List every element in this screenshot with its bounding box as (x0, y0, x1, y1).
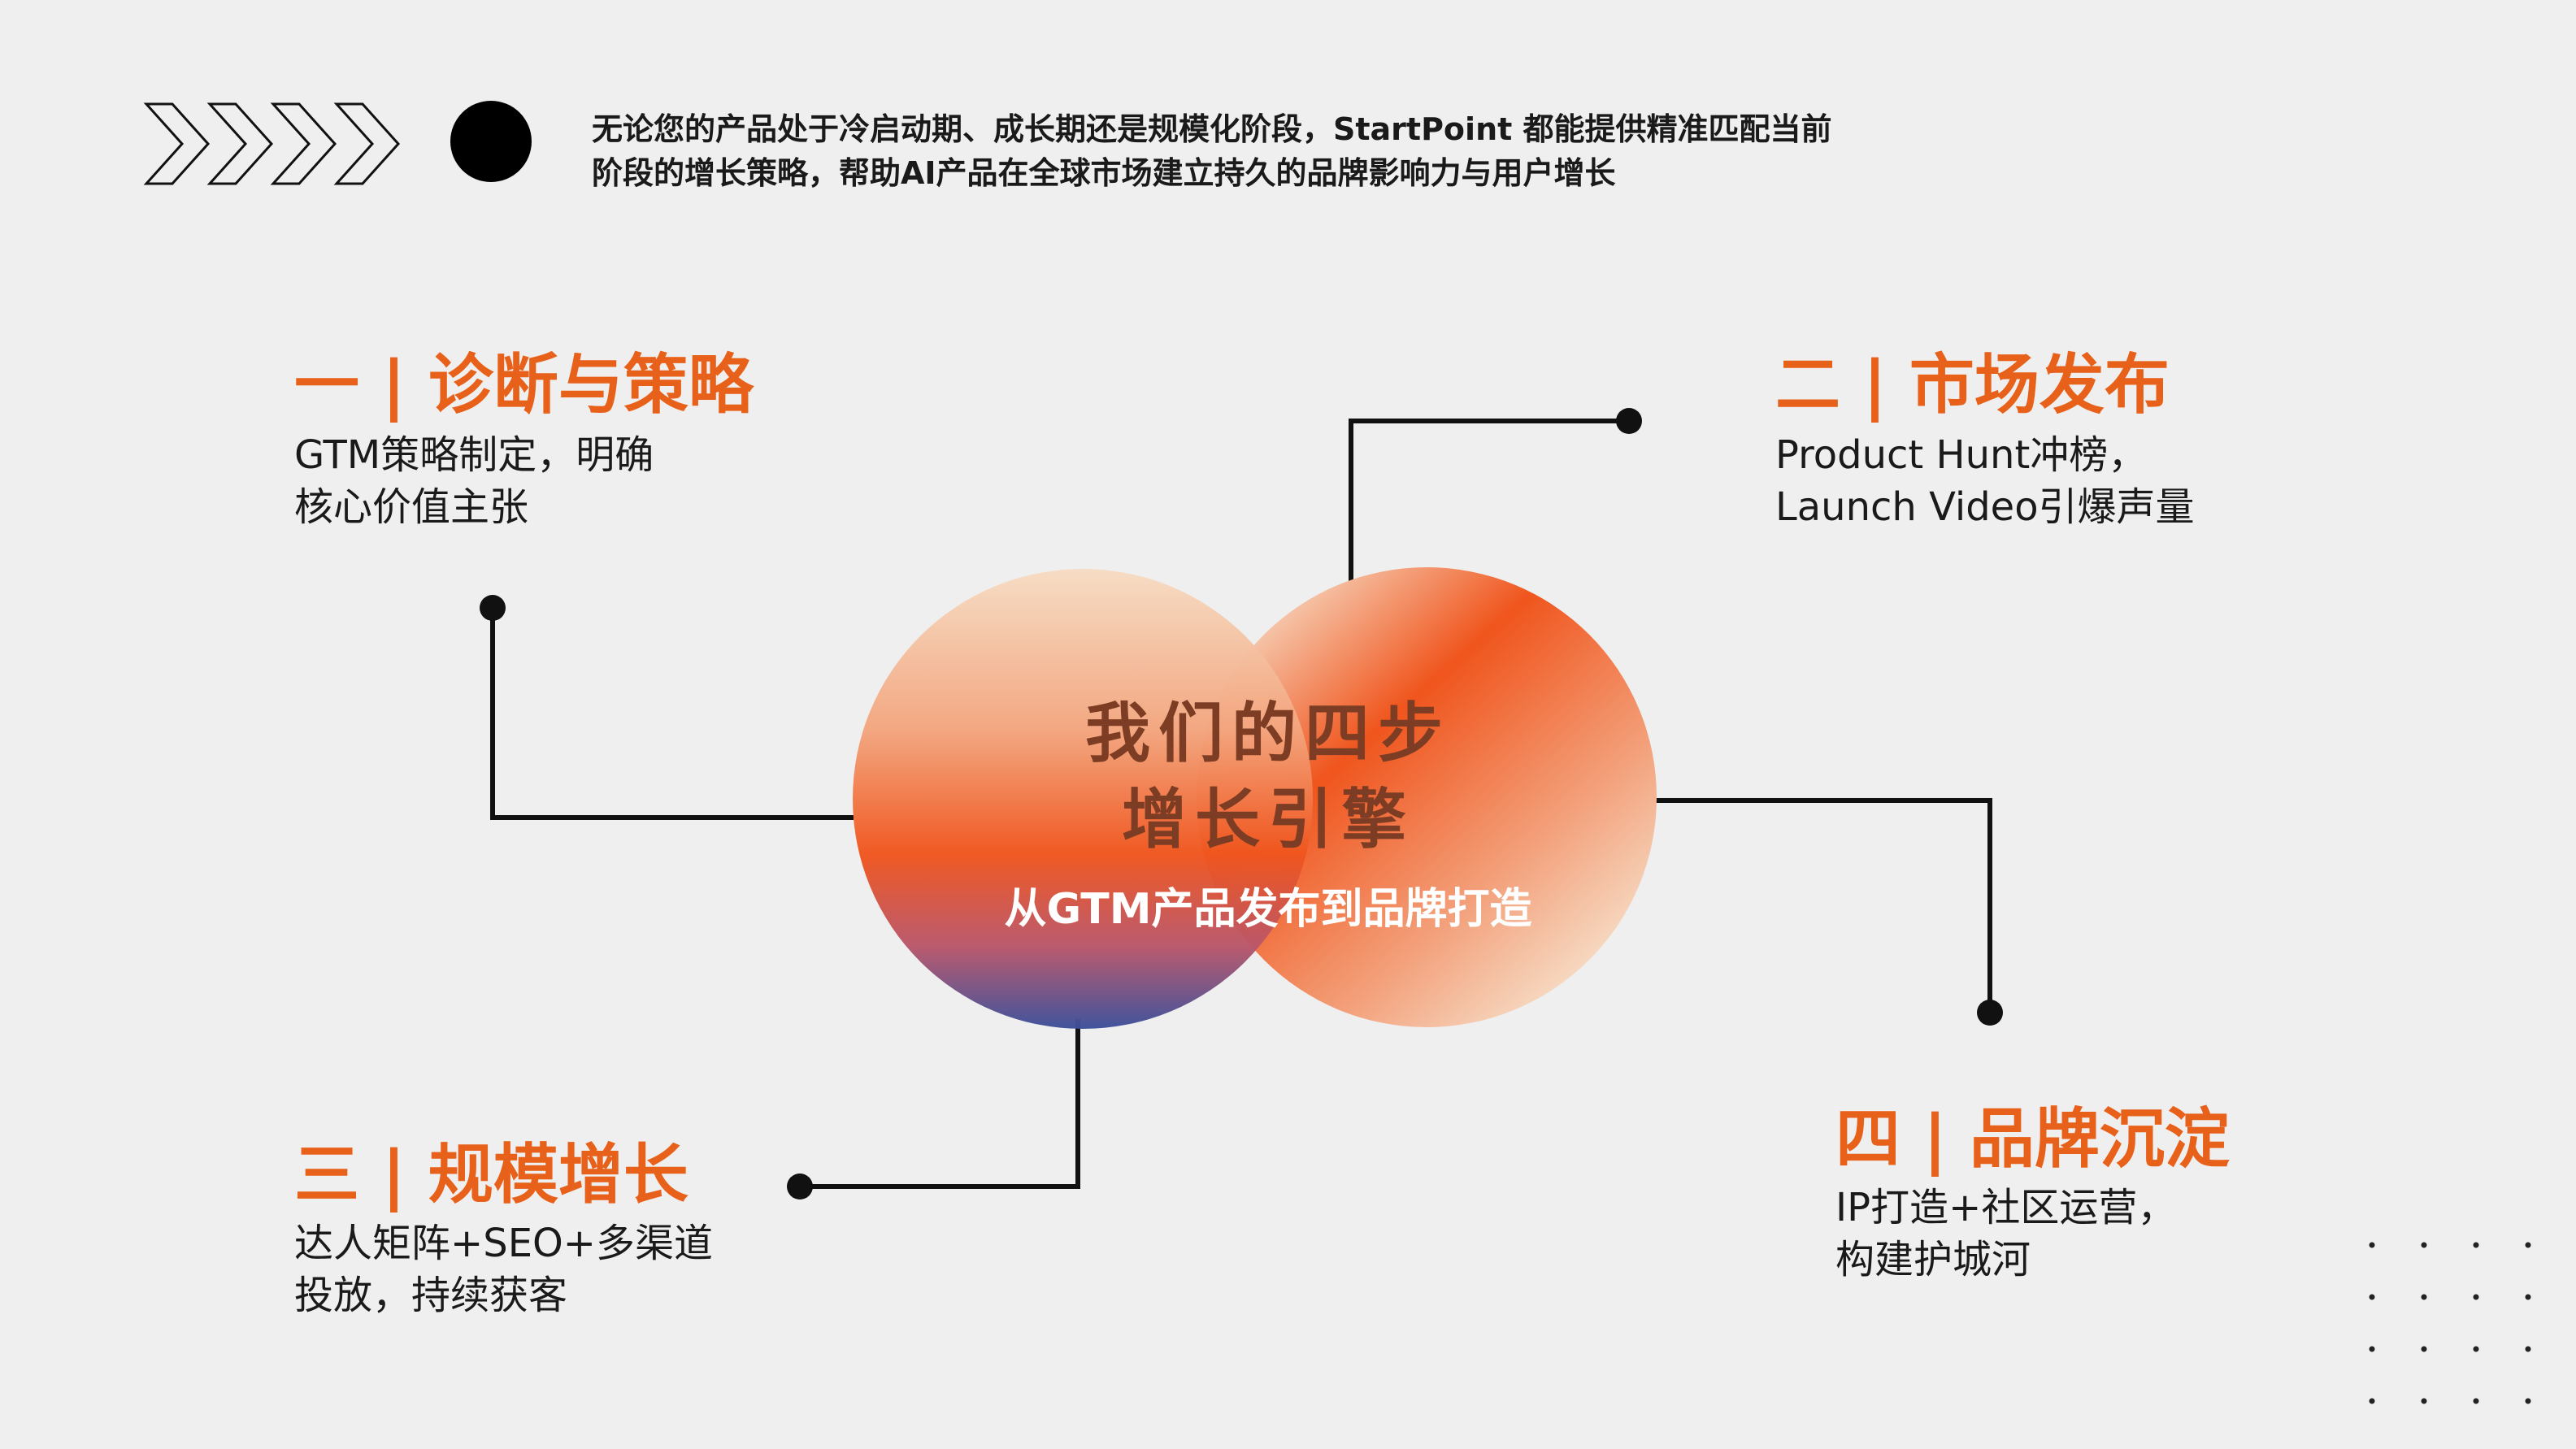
center-title-line-2: 增长引擎 (1122, 782, 1414, 857)
intro-line-1: 无论您的产品处于冷启动期、成长期还是规模化阶段，StartPoint 都能提供精… (592, 111, 1832, 147)
intro-paragraph: 无论您的产品处于冷启动期、成长期还是规模化阶段，StartPoint 都能提供精… (592, 107, 1892, 195)
center-title: 我们的四步 增长引擎 (862, 691, 1675, 863)
step-1-title: 一 | 诊断与策略 (294, 347, 754, 423)
step-3: 三 | 规模增长 达人矩阵+SEO+多渠道 投放，持续获客 (294, 1136, 713, 1321)
center-subtitle: 从GTM产品发布到品牌打造 (1004, 885, 1532, 934)
connector-endpoints (480, 408, 2003, 1200)
step-2-desc-line-2: Launch Video引爆声量 (1775, 484, 2195, 530)
step-3-desc-line-2: 投放，持续获客 (294, 1273, 568, 1318)
connector-lines (490, 419, 1992, 1189)
step-4: 四 | 品牌沉淀 IP打造+社区运营， 构建护城河 (1835, 1100, 2230, 1286)
intro-line-2: 阶段的增长策略，帮助AI产品在全球市场建立持久的品牌影响力与用户增长 (592, 155, 1616, 191)
step-1: 一 | 诊断与策略 GTM策略制定，明确 核心价值主张 (294, 346, 754, 533)
dot-grid-decoration (2369, 1242, 2531, 1404)
chevron-right-icon (143, 102, 401, 185)
dot-icon (450, 101, 532, 182)
step-4-desc-line-1: IP打造+社区运营， (1835, 1185, 2177, 1230)
step-1-desc-line-2: 核心价值主张 (294, 484, 529, 530)
center-title-line-1: 我们的四步 (1085, 696, 1451, 771)
step-2: 二 | 市场发布 Product Hunt冲榜， Launch Video引爆声… (1775, 346, 2195, 533)
step-1-desc-line-1: GTM策略制定，明确 (294, 432, 654, 478)
step-3-title: 三 | 规模增长 (294, 1137, 689, 1213)
step-3-desc-line-1: 达人矩阵+SEO+多渠道 (294, 1221, 714, 1266)
step-2-desc-line-1: Product Hunt冲榜， (1775, 432, 2148, 478)
step-4-title: 四 | 品牌沉淀 (1835, 1101, 2230, 1177)
step-4-desc-line-2: 构建护城河 (1835, 1237, 2031, 1282)
right-gradient-circle (1197, 567, 1657, 1027)
left-gradient-circle (853, 569, 1313, 1029)
step-2-title: 二 | 市场发布 (1775, 347, 2170, 423)
